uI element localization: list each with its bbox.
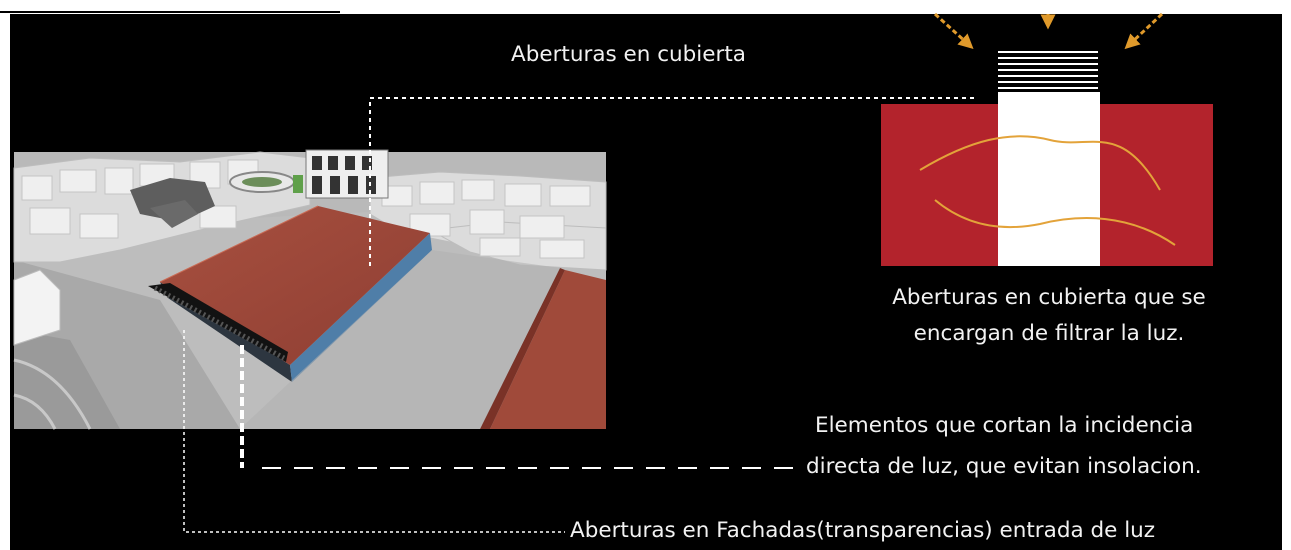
right-edge bbox=[1282, 14, 1291, 550]
sun-rays bbox=[933, 12, 1164, 50]
label-shading-line1: Elementos que cortan la incidencia bbox=[815, 413, 1194, 438]
louvers bbox=[998, 51, 1098, 89]
building-side-face bbox=[290, 233, 432, 382]
wave-line-icon bbox=[919, 135, 1161, 191]
facade-openings-band bbox=[148, 283, 288, 362]
light-well bbox=[998, 92, 1100, 266]
label-shading-line2: directa de luz, que evitan insolacion. bbox=[806, 454, 1202, 479]
building-roof bbox=[160, 206, 430, 365]
city-3d-render bbox=[13, 149, 607, 430]
leader-roof-openings bbox=[369, 97, 978, 266]
wave-line-icon bbox=[934, 199, 1176, 246]
tree bbox=[293, 175, 303, 193]
church bbox=[305, 149, 389, 199]
roof-opening-detail bbox=[881, 12, 1213, 266]
leader-facade-openings bbox=[183, 330, 565, 533]
arrow-down-icon bbox=[933, 12, 974, 50]
label-roof-caption-line2: encargan de filtrar la luz. bbox=[913, 321, 1185, 346]
adjacent-building-roof bbox=[490, 270, 606, 429]
header-underline bbox=[0, 11, 340, 13]
leader-lines bbox=[183, 97, 978, 533]
label-roof-caption-line1: Aberturas en cubierta que se bbox=[892, 285, 1206, 310]
label-facade-openings: Aberturas en Fachadas(transparencias) en… bbox=[570, 518, 1156, 543]
label-roof-openings-title: Aberturas en cubierta bbox=[511, 42, 746, 67]
arrow-down-icon bbox=[1124, 12, 1164, 50]
